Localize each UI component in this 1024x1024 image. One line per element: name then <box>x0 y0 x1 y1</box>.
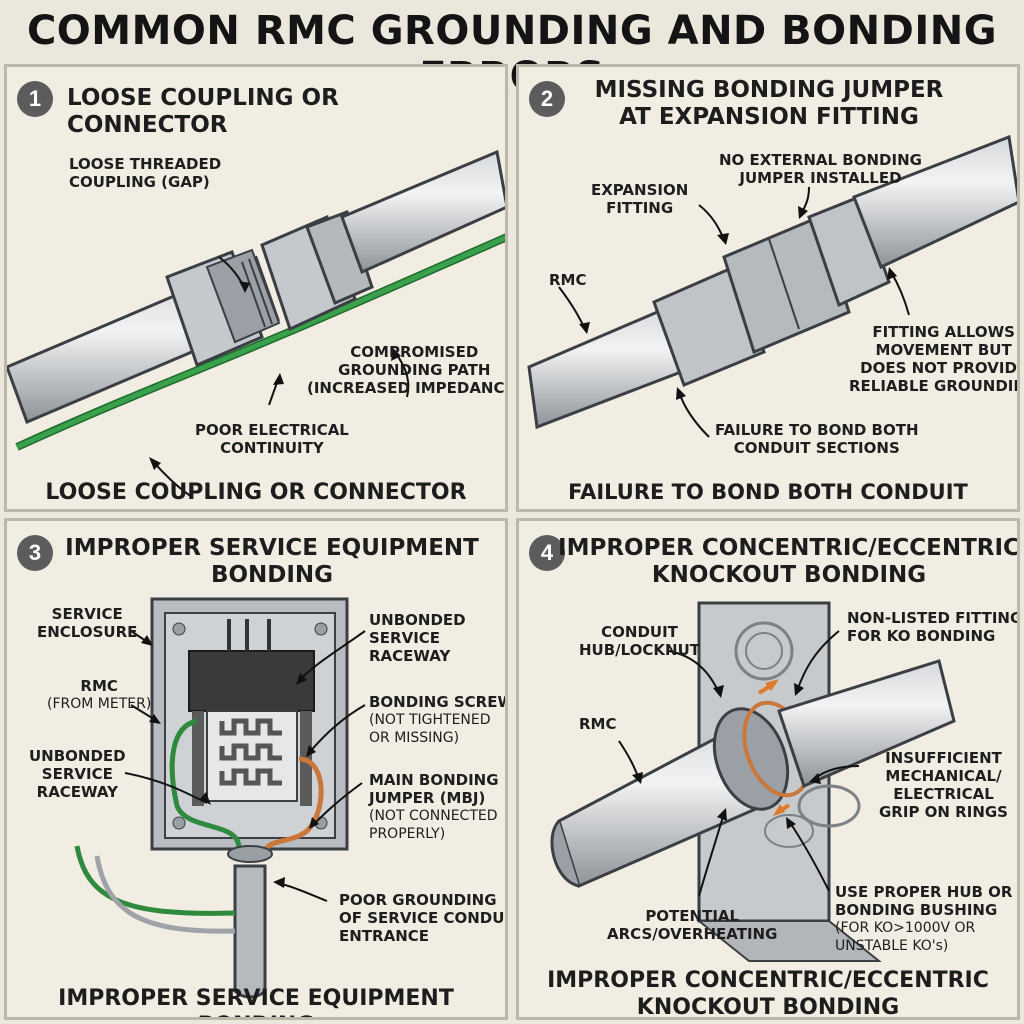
panel-footer: FAILURE TO BOND BOTH CONDUIT SECTIONS <box>568 480 968 509</box>
service-equipment-illustration <box>74 597 366 999</box>
panel-number-badge: 3 <box>17 535 53 571</box>
panel-number-badge: 2 <box>529 81 565 117</box>
panel-title: LOOSE COUPLING OR CONNECTOR <box>67 85 339 138</box>
panel-loose-coupling: 1 LOOSE COUPLING OR CONNECTOR LOOSE THRE… <box>4 64 508 512</box>
panel-number-badge: 1 <box>17 81 53 117</box>
expansion-fitting-illustration <box>527 134 1017 438</box>
panel-number-badge: 4 <box>529 535 565 571</box>
panel-footer: IMPROPER SERVICE EQUIPMENT BONDING <box>58 986 454 1017</box>
panel-footer: LOOSE COUPLING OR CONNECTOR <box>45 480 467 505</box>
label-rmc: RMC <box>579 715 617 733</box>
knockout-bonding-illustration <box>550 601 956 962</box>
label-rmc: RMC <box>549 271 587 289</box>
loose-coupling-illustration <box>7 149 505 498</box>
label-rmc-from-meter: RMC(FROM METER) <box>47 677 152 712</box>
